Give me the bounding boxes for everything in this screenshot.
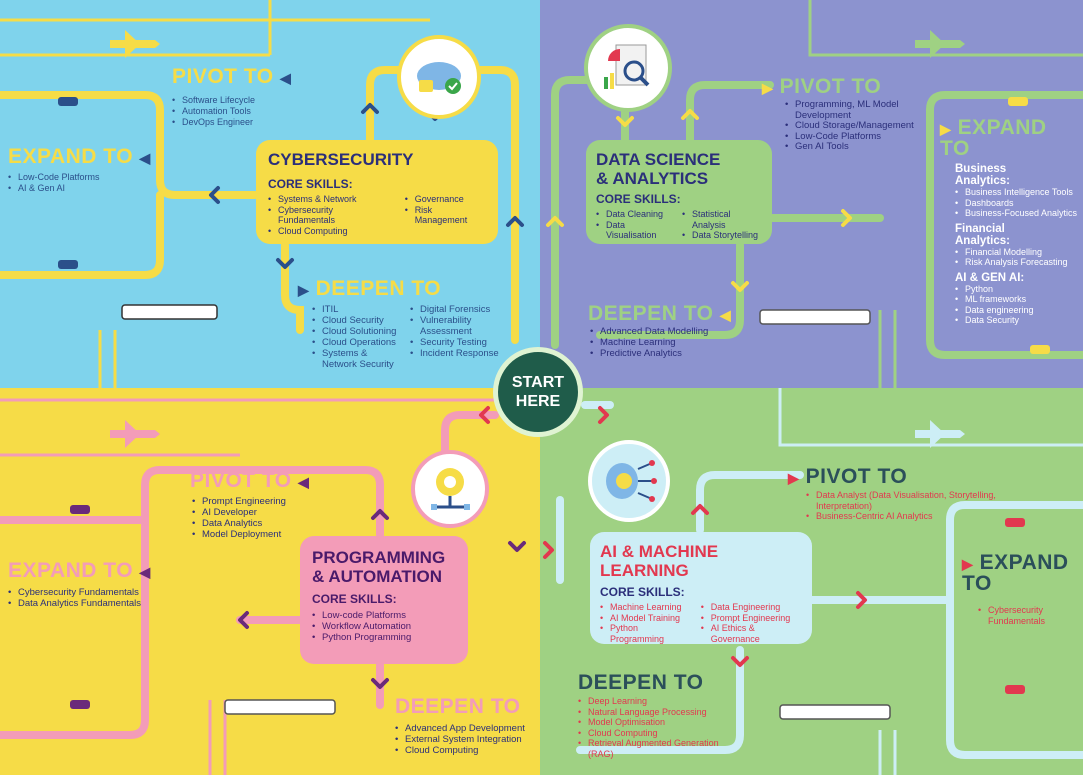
cyber-pivot-list: Software LifecycleAutomation ToolsDevOps… [172, 95, 255, 128]
prog-core-list: Low-code PlatformsWorkflow AutomationPyt… [312, 610, 456, 643]
datasci-core-list-2: Statistical AnalysisData Storytelling [682, 209, 762, 241]
expand-group-title: Financial Analytics: [955, 222, 1010, 247]
datasci-deepen-heading: DEEPEN TO ◀ [588, 302, 732, 325]
datasci-deepen-list: Advanced Data ModellingMachine LearningP… [590, 326, 708, 359]
prog-deepen-list: Advanced App DevelopmentExternal System … [395, 723, 525, 756]
aiml-pivot-list: Data Analyst (Data Visualisation, Storyt… [806, 490, 1026, 522]
aiml-expand-list: Cybersecurity Fundamentals [978, 605, 1068, 626]
prog-pivot-list: Prompt EngineeringAI DeveloperData Analy… [192, 496, 286, 540]
prog-expand-heading: EXPAND TO ◀ [8, 559, 151, 582]
airplane-icon [110, 30, 160, 58]
expand-group-list: Financial ModellingRisk Analysis Forecas… [955, 247, 1081, 268]
expand-group-list: Business Intelligence ToolsDashboardsBus… [955, 187, 1081, 219]
expand-group-title: Business Analytics: [955, 163, 1010, 187]
ai-brain-icon [588, 440, 670, 522]
cyber-pivot-heading: PIVOT TO ◀ [172, 65, 292, 88]
prog-expand-list: Cybersecurity FundamentalsData Analytics… [8, 587, 141, 609]
prog-card[interactable]: PROGRAMMING & AUTOMATION CORE SKILLS: Lo… [300, 536, 468, 664]
train-icon [121, 304, 891, 720]
cyber-expand-list: Low-Code PlatformsAI & Gen AI [8, 172, 100, 194]
cyber-core-list-2: GovernanceRisk Management [405, 194, 486, 236]
datasci-expand-groups: Business Analytics: Business Intelligenc… [955, 163, 1081, 326]
cyber-deepen-heading: ▶ DEEPEN TO [298, 277, 442, 300]
cyber-card[interactable]: CYBERSECURITY CORE SKILLS: Systems & Net… [256, 140, 498, 244]
datasci-pivot-list: Programming, ML Model DevelopmentCloud S… [785, 99, 925, 153]
cloud-lock-icon [397, 35, 481, 119]
aiml-pivot-heading: ▶ PIVOT TO [788, 465, 908, 488]
aiml-core-list-1: Machine LearningAI Model TrainingPython … [600, 602, 691, 644]
datasci-card[interactable]: DATA SCIENCE & ANALYTICS CORE SKILLS: Da… [586, 140, 772, 244]
chevron-left-icon: ◀ [279, 70, 292, 86]
cyber-deepen-lists: ITILCloud SecurityCloud SolutioningCloud… [312, 304, 500, 370]
datasci-core-list-1: Data CleaningData Visualisation [596, 209, 674, 241]
expand-group-title: AI & GEN AI: [955, 271, 1025, 284]
cyber-deepen-list-1: ITILCloud SecurityCloud SolutioningCloud… [312, 304, 400, 370]
datasci-title-1: DATA SCIENCE [596, 150, 721, 169]
prog-core-label: CORE SKILLS: [312, 592, 397, 606]
cyber-core-label: CORE SKILLS: [268, 177, 353, 191]
chevron-left-icon: ◀ [139, 150, 151, 166]
aiml-title-2: LEARNING [600, 561, 689, 580]
aiml-expand-heading: ▶ EXPAND TO [962, 551, 1069, 595]
chevron-right-icon: ▶ [788, 470, 800, 486]
datasci-pivot-heading: ▶ PIVOT TO [762, 75, 882, 98]
car-icon [58, 97, 1050, 709]
analytics-magnifier-icon [584, 24, 672, 112]
prog-deepen-heading: DEEPEN TO [395, 695, 521, 718]
start-here-label: START HERE [511, 374, 565, 410]
chevron-right-icon: ▶ [298, 282, 310, 298]
cyber-core-list-1: Systems & NetworkCybersecurity Fundament… [268, 194, 391, 236]
chevron-right-icon: ▶ [962, 556, 974, 572]
chevron-left-icon: ◀ [139, 564, 151, 580]
datasci-expand-heading: ▶ EXPAND TO [940, 116, 1047, 160]
aiml-deepen-heading: DEEPEN TO [578, 671, 704, 694]
aiml-core-list-2: Data EngineeringPrompt EngineeringAI Eth… [701, 602, 802, 644]
chevron-right-icon: ▶ [762, 80, 774, 96]
chevron-left-icon: ◀ [719, 307, 732, 323]
chevron-right-icon: ▶ [940, 121, 952, 137]
chevron-left-icon: ◀ [297, 474, 310, 490]
aiml-deepen-list: Deep LearningNatural Language Processing… [578, 696, 728, 759]
cyber-expand-heading: EXPAND TO ◀ [8, 145, 151, 168]
prog-title-1: PROGRAMMING [312, 548, 446, 567]
cyber-deepen-list-2: Digital ForensicsVulnerability Assessmen… [410, 304, 500, 370]
aiml-core-label: CORE SKILLS: [600, 585, 685, 599]
aiml-card[interactable]: AI & MACHINE LEARNING CORE SKILLS: Machi… [590, 532, 812, 644]
prog-title-2: & AUTOMATION [312, 567, 443, 586]
expand-group-list: PythonML frameworksData engineeringData … [955, 284, 1081, 326]
aiml-title-1: AI & MACHINE [600, 542, 719, 561]
cyber-title: CYBERSECURITY [268, 150, 414, 169]
start-here-badge[interactable]: START HERE [493, 347, 583, 437]
datasci-core-label: CORE SKILLS: [596, 192, 681, 206]
prog-pivot-heading: PIVOT TO ◀ [190, 469, 310, 492]
datasci-title-2: & ANALYTICS [596, 169, 709, 188]
gear-bulb-icon [411, 450, 489, 528]
